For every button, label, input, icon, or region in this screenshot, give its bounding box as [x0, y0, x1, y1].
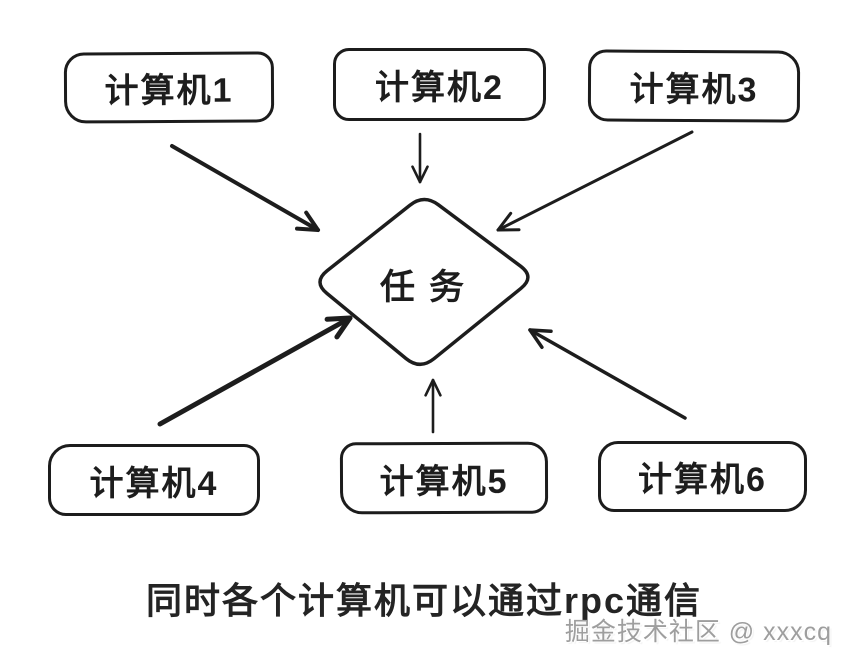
diagram-caption: 同时各个计算机可以通过rpc通信	[145, 580, 703, 621]
watermark-text: 掘金技术社区 @ xxxcq	[564, 618, 832, 646]
node-computer4-label: 计算机4	[89, 464, 219, 503]
arrow-computer1-to-task	[170, 144, 320, 232]
arrow-computer2-to-task	[411, 132, 429, 184]
node-computer6: 计算机6	[598, 441, 807, 512]
task-diamond-shape	[318, 197, 530, 367]
node-computer2-label: 计算机2	[375, 69, 504, 107]
arrow-computer4-to-task	[157, 315, 353, 427]
node-task-label: 任务	[379, 268, 478, 307]
arrow-computer5-to-task	[424, 378, 442, 434]
node-computer2: 计算机2	[333, 48, 546, 121]
arrow-computer3-to-task	[496, 130, 694, 232]
node-computer4: 计算机4	[48, 444, 260, 516]
arrow-computer6-to-task	[528, 328, 687, 420]
node-computer6-label: 计算机6	[638, 461, 767, 499]
